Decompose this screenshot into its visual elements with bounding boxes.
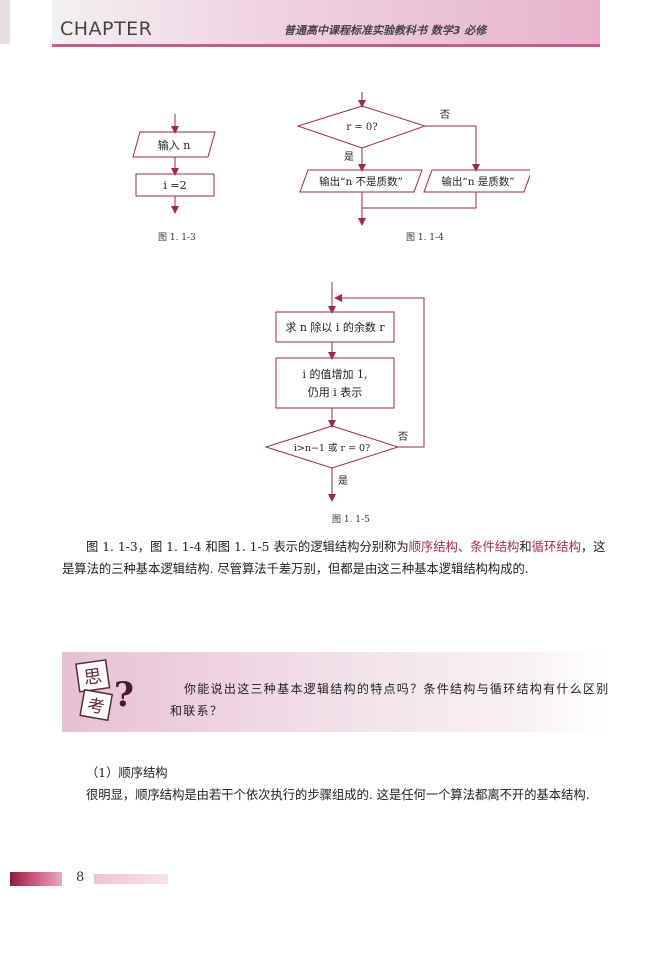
page-header: CHAPTER 普通高中课程标准实验教科书 数学3 必修	[0, 0, 650, 50]
yes-label: 是	[344, 151, 354, 163]
paragraph-text-1: 图 1. 1-3，图 1. 1-4 和图 1. 1-5 表示的逻辑结构分别称为	[86, 540, 409, 554]
footer-bar-right	[94, 874, 168, 884]
no-branch-line	[425, 125, 480, 172]
caption-1-1-5: 图 1. 1-5	[332, 515, 370, 525]
badge-char-top: 思	[83, 666, 104, 689]
question-mark-icon: ?	[114, 675, 134, 715]
paragraph-structures: 图 1. 1-3，图 1. 1-4 和图 1. 1-5 表示的逻辑结构分别称为顺…	[62, 536, 610, 580]
header-band	[52, 0, 600, 47]
term-sep-1: 、	[457, 540, 471, 554]
step1-label: 求 n 除以 i 的余数 r	[285, 320, 385, 334]
header-side-strip	[0, 0, 10, 44]
step2-box	[275, 357, 395, 409]
section-body: 很明显，顺序结构是由若干个依次执行的步骤组成的. 这是任何一个算法都离不开的基本…	[86, 788, 590, 802]
loop-condition-label: i>n−1 或 r = 0?	[294, 442, 370, 454]
section-heading: （1）顺序结构	[86, 766, 168, 780]
step1-box	[275, 311, 395, 343]
input-parallelogram	[132, 131, 216, 158]
output-not-prime-label: 输出“n 不是质数”	[319, 175, 403, 188]
loop-back-line	[334, 294, 425, 448]
paragraph-text-2: ，这是算法的三种基本逻辑结构. 尽管算法千差万别，但都是由这三种基本逻辑结构构成…	[62, 540, 606, 576]
figure-1-1-5: 求 n 除以 i 的余数 r i 的值增加 1, 仍用 i 表示 i>n−1 或…	[264, 282, 425, 502]
output-prime-label: 输出“n 是质数”	[441, 175, 514, 188]
merge-line	[362, 192, 477, 209]
think-question: 你能说出这三种基本逻辑结构的特点吗？条件结构与循环结构有什么区别和联系？	[170, 682, 610, 718]
figure-1-1-3: 输入 n i =2	[132, 114, 216, 214]
book-title: 普通高中课程标准实验教科书 数学3 必修	[284, 24, 487, 37]
caption-1-1-3: 图 1. 1-3	[158, 233, 196, 243]
think-box: 思 考 ? 你能说出这三种基本逻辑结构的特点吗？条件结构与循环结构有什么区别和联…	[62, 652, 608, 732]
term-loop: 循环结构	[531, 540, 581, 554]
yes-label: 是	[338, 475, 348, 487]
term-sep-2: 和	[519, 540, 532, 554]
chapter-label: CHAPTER	[60, 18, 153, 40]
page-number: 8	[76, 870, 85, 885]
condition-label: r = 0?	[346, 122, 377, 133]
badge-char-bottom: 考	[86, 696, 106, 719]
no-label: 否	[398, 431, 408, 443]
caption-1-1-4: 图 1. 1-4	[406, 233, 444, 243]
no-label: 否	[440, 109, 450, 121]
assign-label: i =2	[163, 179, 186, 192]
step2-label-line1: i 的值增加 1,	[302, 367, 367, 381]
term-sequential: 顺序结构	[408, 540, 458, 554]
input-label: 输入 n	[158, 138, 191, 152]
figure-1-1-4: r = 0? 否 是 输出“n 不是质数” 输出“n 是质数”	[296, 92, 530, 226]
term-conditional: 条件结构	[470, 540, 520, 554]
output-not-prime-box	[299, 169, 423, 193]
step2-label-line2: 仍用 i 表示	[308, 385, 363, 399]
think-badge-icon: 思 考 ?	[75, 659, 134, 722]
output-prime-box	[423, 169, 530, 193]
footer-bar-left	[10, 872, 62, 886]
